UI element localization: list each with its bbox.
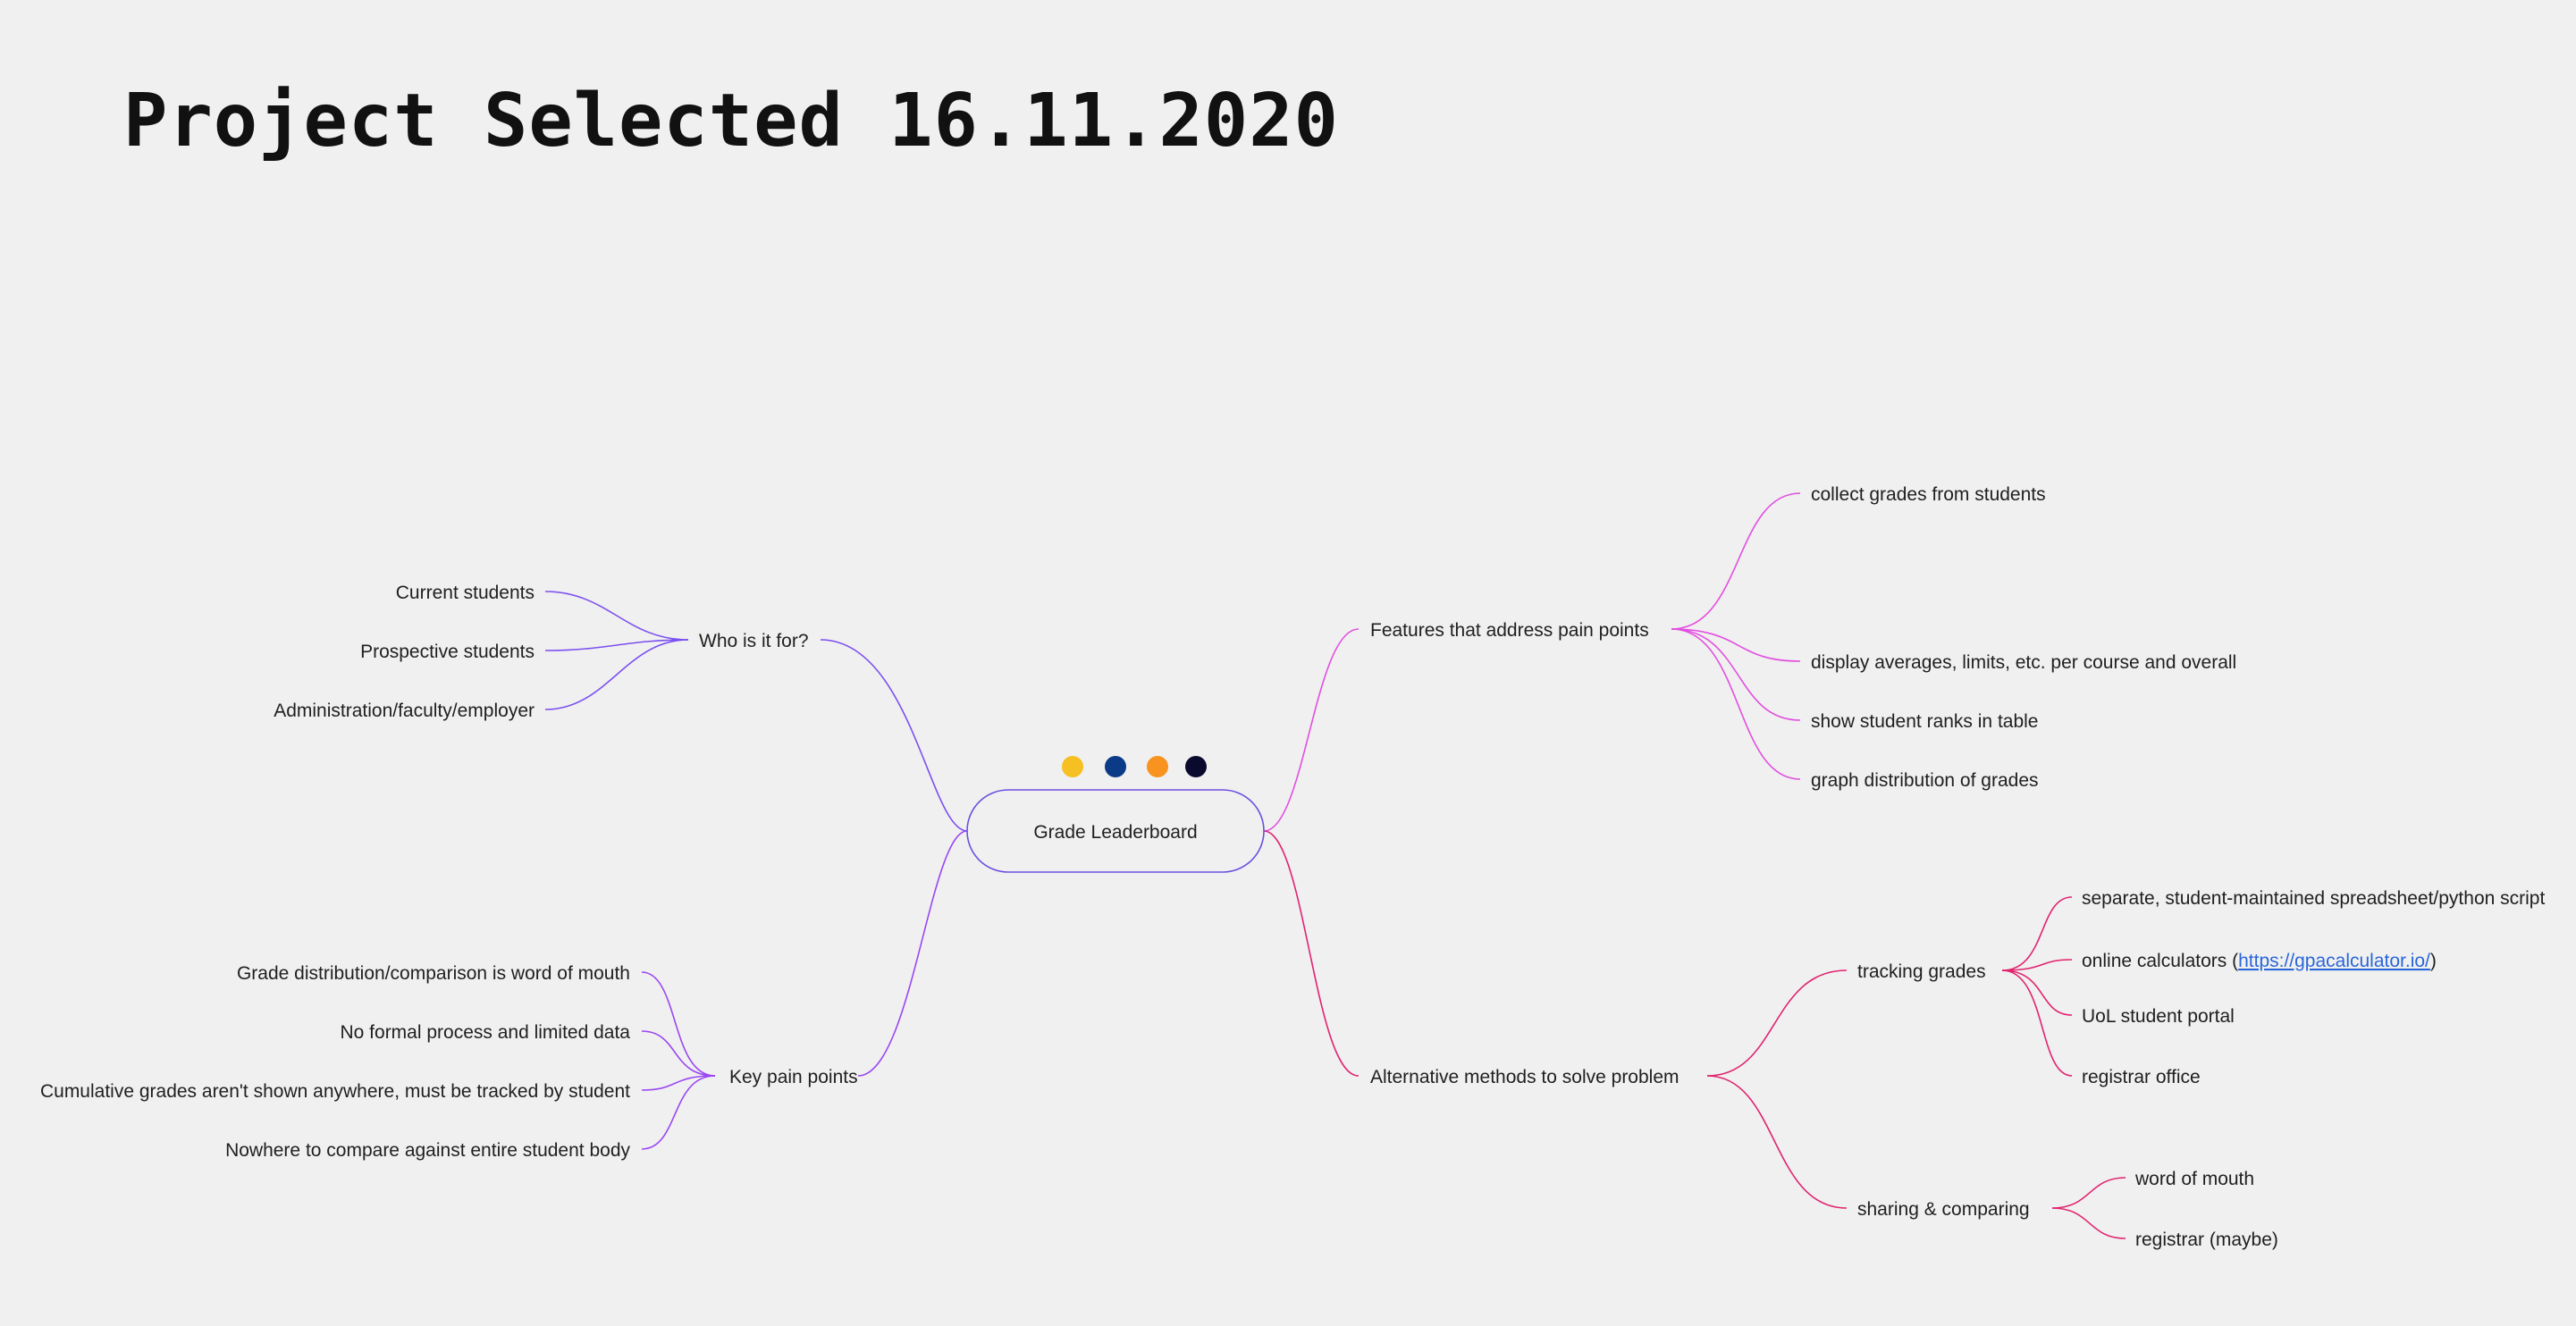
edge-alt-tracking (1706, 969, 1848, 1077)
online-suffix: ) (2430, 951, 2437, 971)
sharing-child-2[interactable]: registrar (maybe) (2135, 1229, 2278, 1250)
edge-track-4 (2001, 969, 2073, 1077)
branch-features[interactable]: Features that address pain points (1370, 620, 1649, 641)
edge-track-3 (2001, 969, 2073, 1016)
edge-share-2 (2051, 1207, 2126, 1239)
edge-root-pain (857, 830, 968, 1077)
page-title: Project Selected 16.11.2020 (123, 79, 1339, 164)
edge-feat-3 (1671, 628, 1801, 721)
pain-child-1[interactable]: Grade distribution/comparison is word of… (237, 963, 630, 984)
tracking-child-registrar[interactable]: registrar office (2082, 1067, 2201, 1087)
who-child-2[interactable]: Prospective students (360, 642, 535, 662)
edge-pain-3 (641, 1075, 716, 1091)
branch-alternatives[interactable]: Alternative methods to solve problem (1370, 1067, 1679, 1087)
root-node-box[interactable] (966, 789, 1265, 873)
edge-pain-1 (641, 971, 716, 1077)
feature-child-2[interactable]: display averages, limits, etc. per cours… (1811, 652, 2236, 673)
who-child-3[interactable]: Administration/faculty/employer (274, 701, 535, 721)
edge-track-2 (2001, 959, 2073, 971)
pain-child-4[interactable]: Nowhere to compare against entire studen… (225, 1140, 630, 1161)
edge-feat-2 (1671, 628, 1801, 662)
edge-feat-4 (1671, 628, 1801, 780)
feature-child-4[interactable]: graph distribution of grades (1811, 770, 2039, 791)
edge-alt-sharing (1706, 1075, 1848, 1209)
branch-who[interactable]: Who is it for? (699, 631, 809, 651)
edge-root-alternatives (1263, 830, 1360, 1077)
pain-child-2[interactable]: No formal process and limited data (341, 1022, 631, 1043)
edge-root-features (1263, 628, 1360, 832)
feature-child-3[interactable]: show student ranks in table (1811, 711, 2038, 732)
gpacalculator-link[interactable]: https://gpacalculator.io/ (2238, 951, 2430, 971)
tracking-child-spreadsheet[interactable]: separate, student-maintained spreadsheet… (2082, 888, 2545, 909)
edge-pain-2 (641, 1030, 716, 1077)
tracking-child-online[interactable]: online calculators (https://gpacalculato… (2082, 951, 2437, 971)
alt-sharing[interactable]: sharing & comparing (1857, 1199, 2030, 1220)
alt-tracking[interactable]: tracking grades (1857, 961, 1986, 982)
edge-track-1 (2001, 896, 2073, 971)
online-prefix: online calculators ( (2082, 951, 2238, 971)
feature-child-1[interactable]: collect grades from students (1811, 484, 2046, 505)
branch-pain[interactable]: Key pain points (729, 1067, 858, 1087)
edge-who-1 (544, 591, 689, 641)
who-child-1[interactable]: Current students (396, 583, 535, 603)
edge-share-1 (2051, 1177, 2126, 1209)
edge-who-3 (544, 639, 689, 710)
sharing-child-1[interactable]: word of mouth (2134, 1169, 2254, 1189)
edge-who-2 (544, 639, 689, 651)
edge-root-who (820, 639, 968, 832)
tracking-child-portal[interactable]: UoL student portal (2082, 1006, 2235, 1027)
edge-pain-4 (641, 1075, 716, 1150)
color-dot-navy[interactable] (1105, 756, 1126, 777)
pain-child-3[interactable]: Cumulative grades aren't shown anywhere,… (40, 1081, 630, 1102)
edge-feat-1 (1671, 492, 1801, 630)
root-node-label: Grade Leaderboard (1033, 822, 1197, 843)
color-dot-orange[interactable] (1147, 756, 1168, 777)
color-dot-dark[interactable] (1185, 756, 1207, 777)
color-dot-yellow[interactable] (1062, 756, 1083, 777)
